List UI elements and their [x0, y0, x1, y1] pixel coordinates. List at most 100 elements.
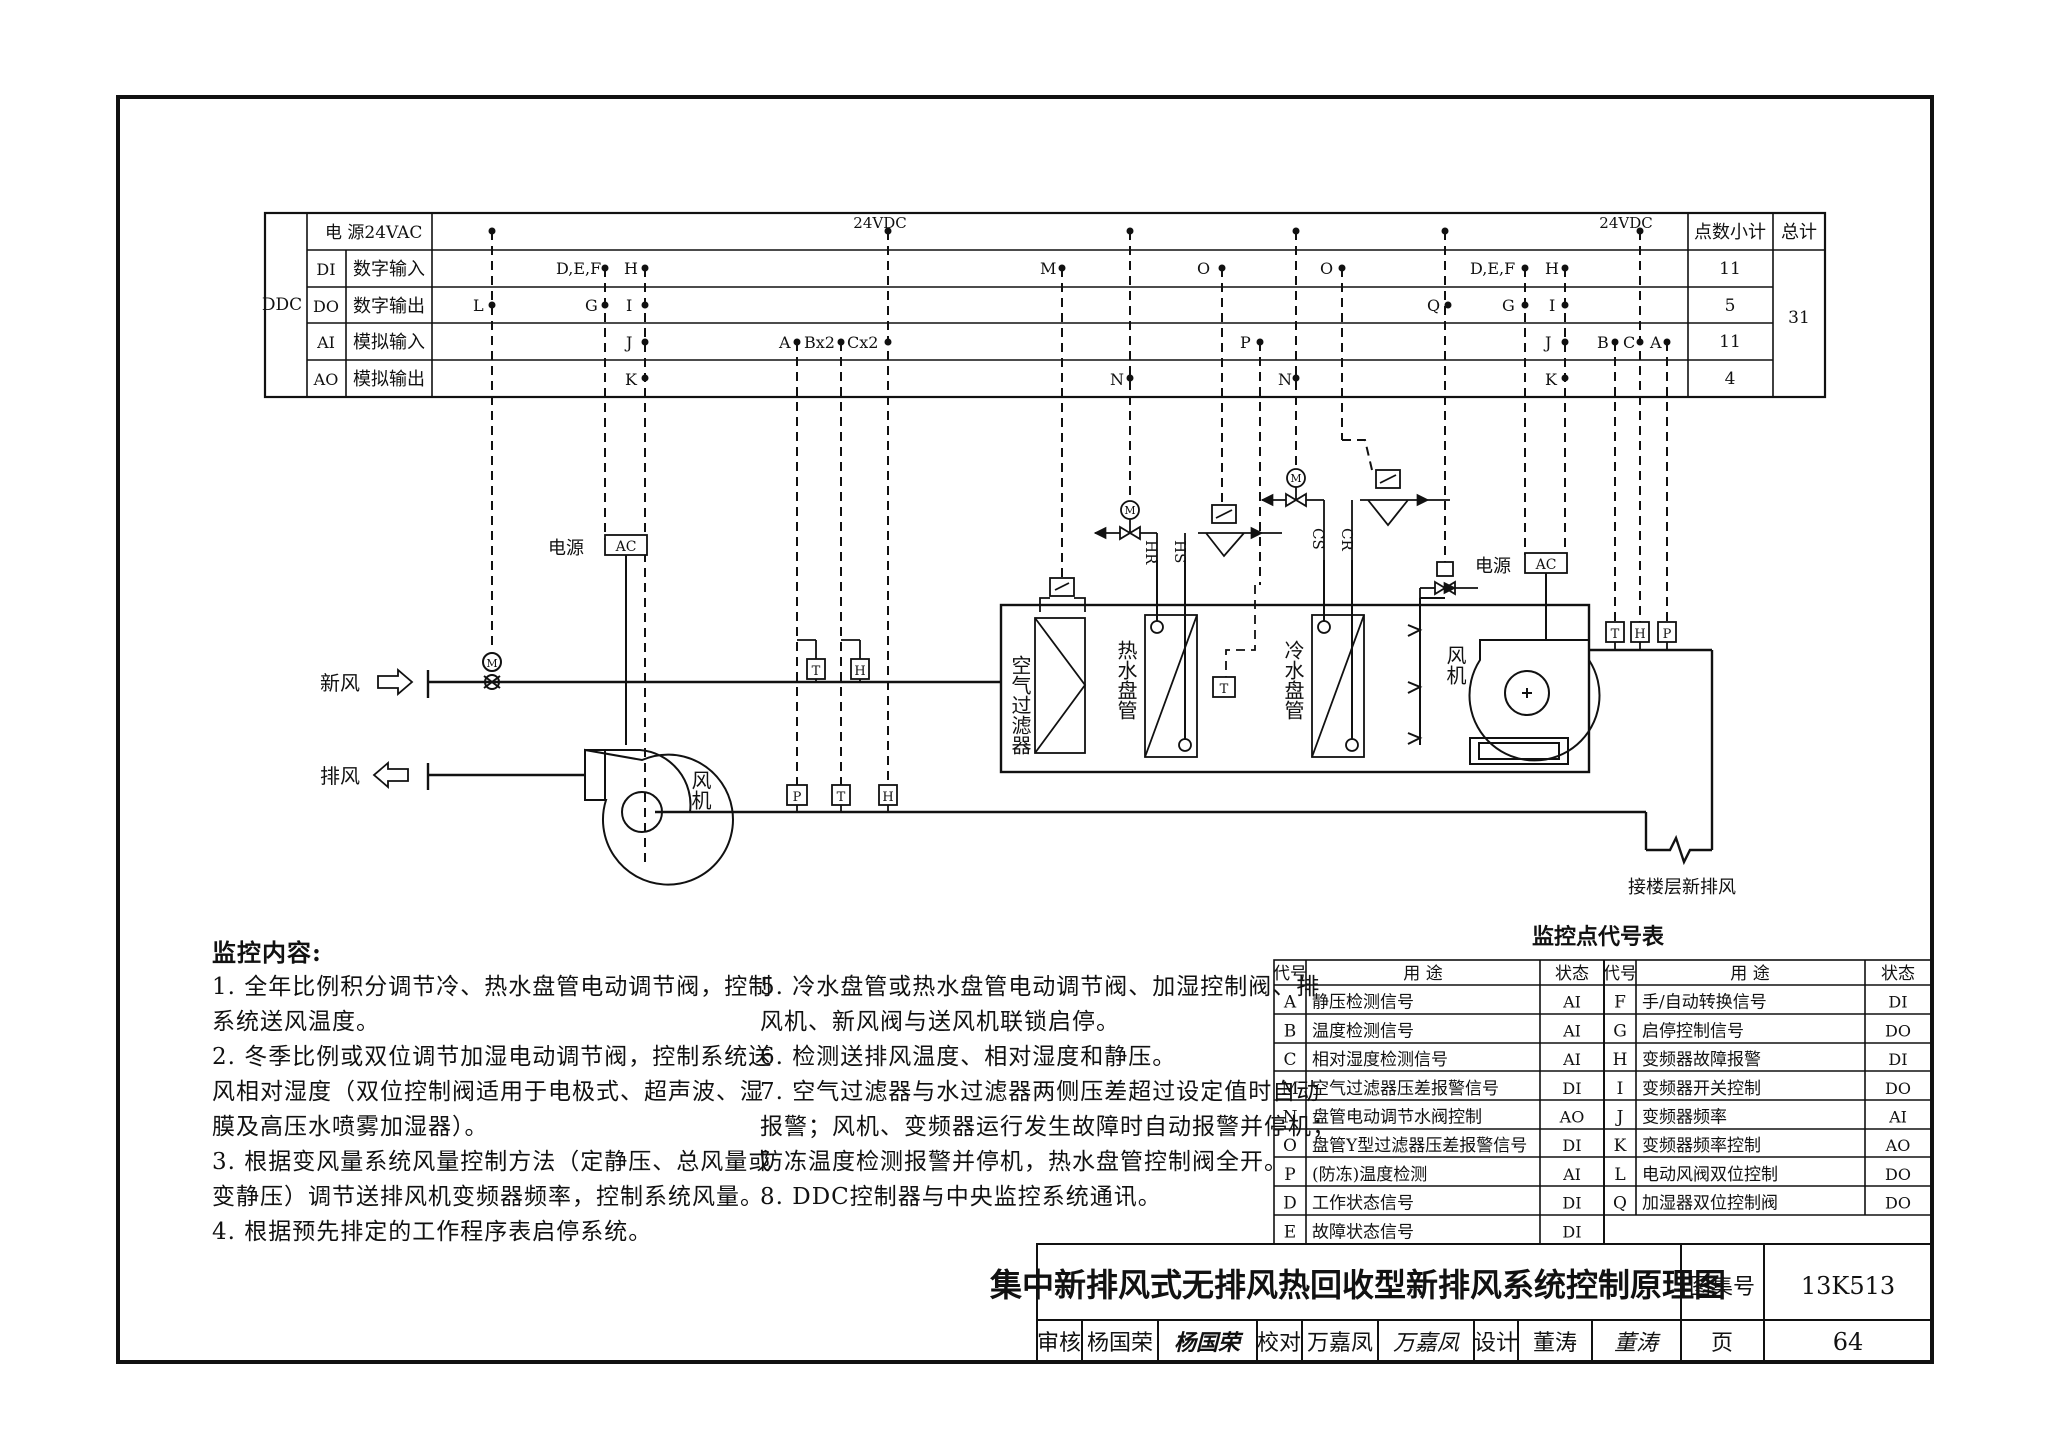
legend-title: 监控点代号表 — [1532, 924, 1665, 950]
note-line: 系统送风温度。 — [212, 1009, 380, 1035]
legend-status: DO — [1885, 1194, 1911, 1213]
ddc-row-ao-code: AO — [313, 370, 339, 389]
legend-status: DO — [1885, 1079, 1911, 1098]
legend-code: P — [1284, 1165, 1295, 1185]
ddc-row-ai-name: 模拟输入 — [353, 332, 425, 353]
legend-code: D — [1283, 1194, 1297, 1214]
notes-title: 监控内容: — [212, 938, 322, 967]
ddc-row-ai-code: AI — [316, 333, 335, 352]
legend-purpose: 盘管电动调节水阀控制 — [1312, 1108, 1482, 1128]
legend-code: C — [1283, 1050, 1296, 1070]
antifreeze-sensor — [1212, 585, 1256, 698]
page-number: 64 — [1833, 1328, 1864, 1356]
checker-signature: 万嘉凤 — [1393, 1331, 1460, 1356]
exhaust-air-label: 排风 — [320, 764, 360, 788]
legend-purpose: 静压检测信号 — [1312, 993, 1414, 1013]
legend-status: DI — [1562, 1079, 1581, 1098]
pin-def-2: D,E,F — [1470, 259, 1515, 278]
legend-status: DI — [1888, 993, 1907, 1012]
design-label: 设计 — [1474, 1331, 1518, 1356]
legend-purpose: 空气过滤器压差报警信号 — [1312, 1079, 1499, 1099]
pin-o-1: O — [1197, 259, 1210, 278]
pin-k-1: K — [625, 370, 638, 389]
legend-code: L — [1614, 1165, 1625, 1185]
drawing-frame — [116, 95, 1934, 1364]
ddc-col-subtotal: 点数小计 — [1694, 222, 1766, 243]
sensor-p-supply: P — [1663, 627, 1672, 642]
fresh-air-sensors — [797, 639, 870, 682]
filter-label: 空气过滤器 — [1008, 655, 1032, 755]
hot-valve-motor: M — [1124, 504, 1135, 517]
ducts — [426, 648, 1714, 866]
power-label-1: 电源 — [548, 538, 584, 559]
cold-water-valve — [1260, 468, 1325, 560]
legend-status: DI — [1562, 1136, 1581, 1155]
legend-purpose: 相对湿度检测信号 — [1312, 1050, 1448, 1070]
air-filter — [1034, 617, 1087, 754]
pin-a-2: A — [1649, 333, 1662, 352]
supply-fan-label: 风机 — [1443, 645, 1467, 685]
note-line: 6. 检测送排风温度、相对湿度和静压。 — [760, 1044, 1177, 1070]
legend-status: DO — [1885, 1165, 1911, 1184]
cold-y-strainer — [1351, 469, 1450, 560]
cold-coil-label: 冷水盘管 — [1281, 640, 1305, 720]
hr-label: HR — [1142, 540, 1160, 565]
legend-header-code: 代号 — [1273, 964, 1307, 984]
legend-code: E — [1284, 1222, 1296, 1242]
legend-purpose: 变频器频率控制 — [1642, 1136, 1761, 1156]
hot-water-coil — [1144, 614, 1198, 758]
ddc-row-di-name: 数字输入 — [353, 259, 425, 280]
filter-dp-switch — [1039, 577, 1086, 612]
legend-code: K — [1614, 1136, 1627, 1156]
cold-water-coil — [1311, 614, 1365, 758]
page-label: 页 — [1711, 1331, 1733, 1356]
legend-code: F — [1614, 993, 1626, 1013]
exhaust-air-arrow-icon — [372, 761, 409, 789]
reviewer-name: 杨国荣 — [1087, 1331, 1153, 1356]
legend-purpose: 电动风阀双位控制 — [1642, 1165, 1778, 1185]
legend-purpose: 变频器开关控制 — [1642, 1079, 1761, 1099]
pin-bx2: Bx2 — [804, 333, 835, 352]
legend-status: AO — [1885, 1136, 1911, 1155]
exhaust-fan — [584, 748, 734, 886]
fresh-air-damper — [482, 652, 502, 690]
floor-air-label: 接楼层新排风 — [1628, 877, 1736, 898]
atlas-label: 图集号 — [1689, 1275, 1755, 1300]
drawing-title: 集中新排风式无排风热回收型新排风系统控制原理图 — [989, 1266, 1726, 1304]
pin-n-2: N — [1278, 370, 1292, 389]
legend-code: H — [1613, 1050, 1628, 1070]
vdc-label-1: 24VDC — [853, 214, 906, 232]
legend-code: G — [1613, 1021, 1627, 1041]
ddc-row-di-code: DI — [316, 260, 335, 279]
pin-h-2: H — [1545, 259, 1559, 278]
sensor-h-fresh: H — [854, 664, 865, 679]
ddc-row-do-name: 数字输出 — [353, 296, 425, 317]
fan-power-lines — [625, 555, 1547, 745]
legend-purpose: 温度检测信号 — [1312, 1021, 1414, 1041]
legend-purpose: 变频器频率 — [1642, 1108, 1727, 1128]
ddc-col-total: 总计 — [1781, 222, 1817, 243]
fresh-air-label: 新风 — [320, 671, 360, 695]
note-line: 5. 冷水盘管或热水盘管电动调节阀、加湿控制阀、排 — [760, 974, 1321, 1000]
legend-status: AO — [1559, 1108, 1585, 1127]
pin-a-1: A — [778, 333, 791, 352]
legend-code: I — [1617, 1079, 1624, 1099]
ddc-subtotal-ao: 4 — [1725, 369, 1736, 389]
hot-y-strainer — [1184, 504, 1282, 560]
pin-l: L — [473, 296, 484, 315]
ddc-row-do-code: DO — [313, 297, 339, 316]
legend-code: Q — [1613, 1194, 1627, 1214]
fresh-air-damper-motor: M — [486, 657, 497, 670]
check-label: 校对 — [1257, 1331, 1301, 1356]
ac-box-2-label: AC — [1535, 557, 1557, 573]
coil-pipes — [1156, 560, 1353, 739]
notes-left: 监控内容: 1. 全年比例积分调节冷、热水盘管电动调节阀，控制 系统送风温度。 … — [212, 935, 772, 1250]
pin-i-1: I — [626, 296, 632, 315]
sensor-t-antifreeze: T — [1220, 682, 1229, 697]
reviewer-signature: 杨国荣 — [1174, 1330, 1244, 1356]
note-line: 3. 根据变风量系统风量控制方法（定静压、总风量或 — [212, 1149, 773, 1175]
note-line: 2. 冬季比例或双位调节加湿电动调节阀，控制系统送 — [212, 1044, 773, 1070]
note-line: 防冻温度检测报警并停机，热水盘管控制阀全开。 — [760, 1149, 1288, 1175]
ddc-subtotal-do: 5 — [1725, 296, 1736, 316]
